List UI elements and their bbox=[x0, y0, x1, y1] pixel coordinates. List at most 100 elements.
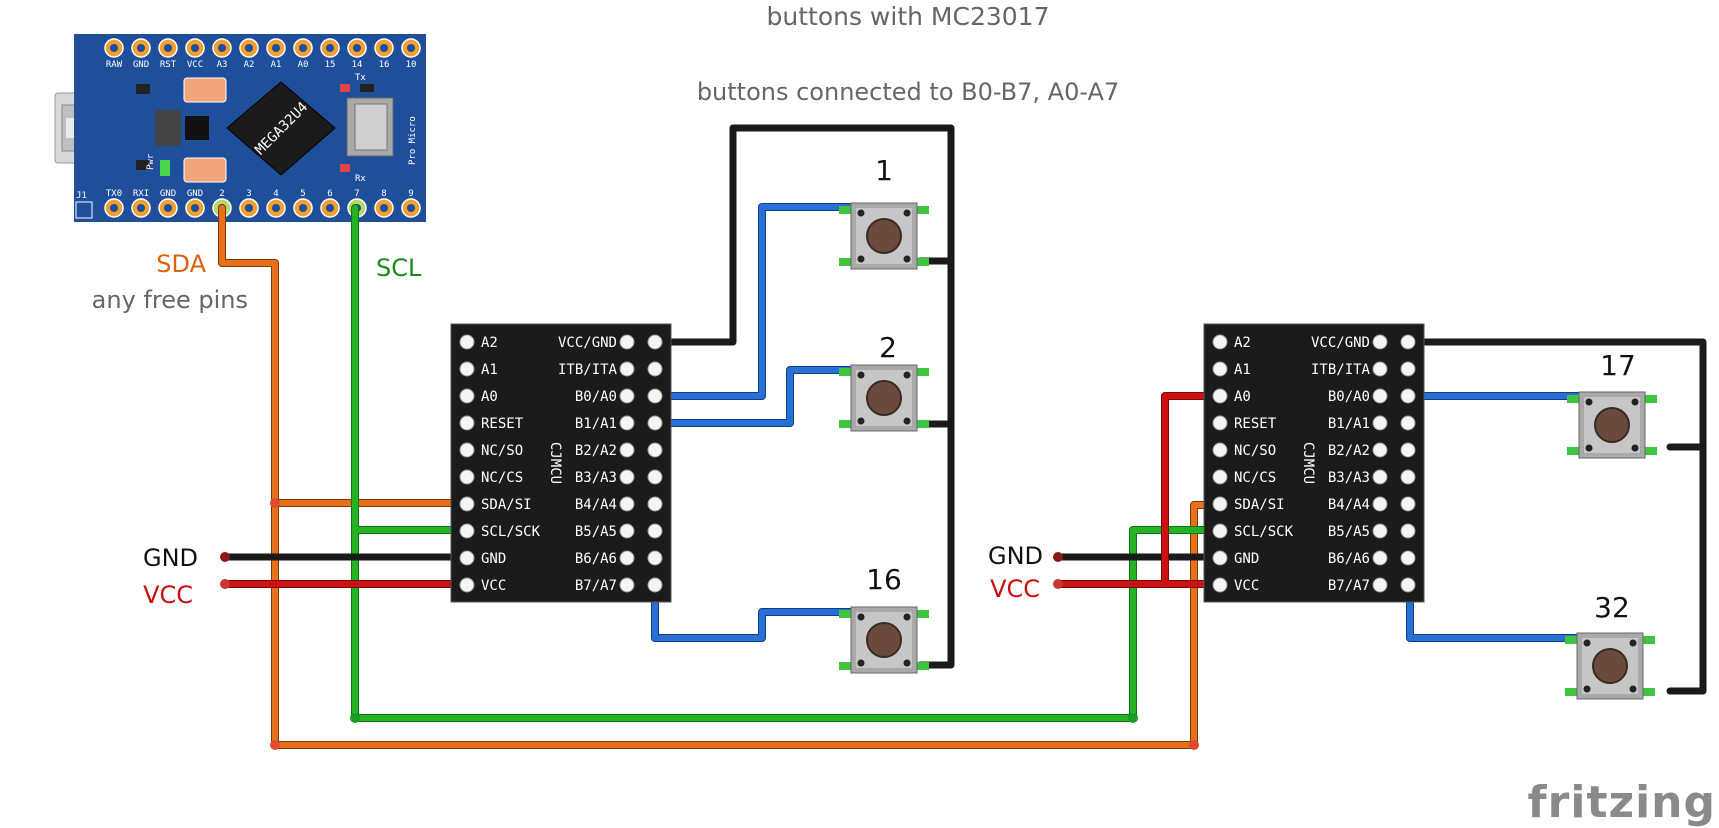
breakout-left-pin bbox=[1212, 361, 1228, 377]
breakout-left-pin-label: VCC bbox=[1234, 578, 1259, 594]
breakout-right-pin-inner bbox=[1372, 361, 1388, 377]
breakout-right-pin bbox=[647, 388, 663, 404]
vcc-label-left: VCC bbox=[143, 581, 193, 609]
pro-micro-top-pin-label: GND bbox=[133, 60, 149, 70]
breakout-left-pin bbox=[1212, 442, 1228, 458]
breakout-right-pin-inner bbox=[619, 577, 635, 593]
breakout-left-pin bbox=[1212, 550, 1228, 566]
breakout-right-pin-label: B3/A3 bbox=[575, 470, 617, 486]
button-number-label: 17 bbox=[1600, 349, 1636, 382]
breakout-left-pin bbox=[1212, 469, 1228, 485]
breakout-right-pin-inner bbox=[619, 388, 635, 404]
pro-micro-top-pin-label: 15 bbox=[325, 60, 336, 70]
breakout-right-pin-inner bbox=[619, 469, 635, 485]
breakout-right-pin-inner bbox=[1372, 577, 1388, 593]
breakout-right-pin-inner bbox=[1372, 442, 1388, 458]
breakout-left-pin-label: NC/SO bbox=[481, 443, 523, 459]
pro-micro-top-pin-label: RAW bbox=[106, 60, 123, 70]
breakout-right-pin bbox=[1400, 388, 1416, 404]
diagram-subtitle: buttons connected to B0-B7, A0-A7 bbox=[697, 78, 1119, 106]
wire-endpoints bbox=[220, 498, 1199, 750]
breakout-right-pin-label: B2/A2 bbox=[1328, 443, 1370, 459]
pro-micro-bottom-pin-label: 2 bbox=[219, 189, 224, 199]
breakout-right-pin-inner bbox=[1372, 469, 1388, 485]
pro-micro-top-pin-label: A0 bbox=[298, 60, 309, 70]
breakout-right-pin-label: B1/A1 bbox=[1328, 416, 1370, 432]
breakout-right-pin-label: B4/A4 bbox=[575, 497, 617, 513]
breakout-right-pin-label: B4/A4 bbox=[1328, 497, 1370, 513]
breakout-left-pin bbox=[459, 415, 475, 431]
breakout-left-pin bbox=[459, 388, 475, 404]
breakout-left-pin bbox=[459, 334, 475, 350]
breakout-right-pin-inner bbox=[619, 550, 635, 566]
pro-micro-bottom-pin-label: GND bbox=[187, 189, 203, 199]
breakout-right-pin bbox=[1400, 361, 1416, 377]
breakout-left-pin-label: NC/SO bbox=[1234, 443, 1276, 459]
pro-micro-bottom-pin-label: GND bbox=[160, 189, 176, 199]
any-free-pins-label: any free pins bbox=[92, 286, 248, 314]
pro-micro-bottom-pin-label: 9 bbox=[408, 189, 413, 199]
j1-label: J1 bbox=[76, 191, 87, 201]
breakout-left-pin-label: SCL/SCK bbox=[1234, 524, 1294, 540]
breakout-right-pin-inner bbox=[1372, 523, 1388, 539]
breakout-right-pin-inner bbox=[619, 442, 635, 458]
breakout-left-pin-label: A2 bbox=[1234, 335, 1251, 351]
pro-micro-top-pin-label: 10 bbox=[406, 60, 417, 70]
breakout-right-pin-label: B1/A1 bbox=[575, 416, 617, 432]
breakout-left-pin-label: SDA/SI bbox=[1234, 497, 1285, 513]
breakout-right-pin bbox=[647, 469, 663, 485]
breakout-right-pin-label: B6/A6 bbox=[575, 551, 617, 567]
pro-micro-bottom-pin-label: 6 bbox=[327, 189, 332, 199]
breakout-left-pin bbox=[459, 469, 475, 485]
breakout-left-pin-label: NC/CS bbox=[481, 470, 523, 486]
rx-label: Rx bbox=[355, 174, 366, 184]
breakout-left-pin bbox=[1212, 577, 1228, 593]
breakout-left-pin bbox=[1212, 334, 1228, 350]
pro-micro-top-pin-label: A2 bbox=[244, 60, 255, 70]
breakout-left-pin bbox=[459, 361, 475, 377]
breakout-left-pin bbox=[459, 496, 475, 512]
gnd-wires bbox=[221, 124, 1707, 695]
breakout-right-pin-inner bbox=[1372, 550, 1388, 566]
breakout-right-pin bbox=[647, 496, 663, 512]
breakout-left-pin bbox=[1212, 388, 1228, 404]
pro-micro-bottom-pin-label: 7 bbox=[354, 189, 359, 199]
breakout-right-pin-label: ITB/ITA bbox=[1311, 362, 1371, 378]
breakout-left-pin bbox=[1212, 415, 1228, 431]
mcp23017-breakout-1: CJMCUA2A1A0RESETNC/SONC/CSSDA/SISCL/SCKG… bbox=[450, 323, 672, 603]
breakout-right-pin-label: B7/A7 bbox=[575, 578, 617, 594]
breakout-right-pin-inner bbox=[1372, 388, 1388, 404]
breakout-left-pin bbox=[1212, 496, 1228, 512]
breakout-left-pin-label: A1 bbox=[481, 362, 498, 378]
breakout-right-pin-label: B3/A3 bbox=[1328, 470, 1370, 486]
pro-micro-bottom-pin-label: 8 bbox=[381, 189, 386, 199]
breakout-right-pin bbox=[647, 523, 663, 539]
signal-wires bbox=[622, 204, 1583, 641]
breakout-right-pin-inner bbox=[1372, 496, 1388, 512]
scl-label: SCL bbox=[376, 254, 422, 282]
breakout-right-pin bbox=[1400, 415, 1416, 431]
breakout-right-pin-label: VCC/GND bbox=[1311, 335, 1370, 351]
pro-micro-top-pin-label: VCC bbox=[187, 60, 203, 70]
pro-micro-top-pin-label: A3 bbox=[217, 60, 228, 70]
breakout-left-pin-label: NC/CS bbox=[1234, 470, 1276, 486]
pro-micro-top-pin-label: 14 bbox=[352, 60, 363, 70]
wires bbox=[218, 124, 1707, 750]
pro-micro-bottom-pin-label: 5 bbox=[300, 189, 305, 199]
tx-label: Tx bbox=[355, 73, 366, 83]
breakout-right-pin bbox=[1400, 577, 1416, 593]
sda-label: SDA bbox=[156, 250, 206, 278]
breakout-right-pin bbox=[1400, 550, 1416, 566]
breakout-right-pin bbox=[647, 550, 663, 566]
gnd-label-left: GND bbox=[143, 544, 198, 572]
breakout-brand-label: CJMCU bbox=[547, 442, 563, 484]
breakout-right-pin bbox=[1400, 523, 1416, 539]
breakout-right-pin-inner bbox=[619, 496, 635, 512]
breakout-left-pin bbox=[1212, 523, 1228, 539]
breakout-left-pin-label: A1 bbox=[1234, 362, 1251, 378]
breakout-right-pin bbox=[647, 577, 663, 593]
breakout-right-pin-inner bbox=[1372, 415, 1388, 431]
breakout-brand-label: CJMCU bbox=[1300, 442, 1316, 484]
